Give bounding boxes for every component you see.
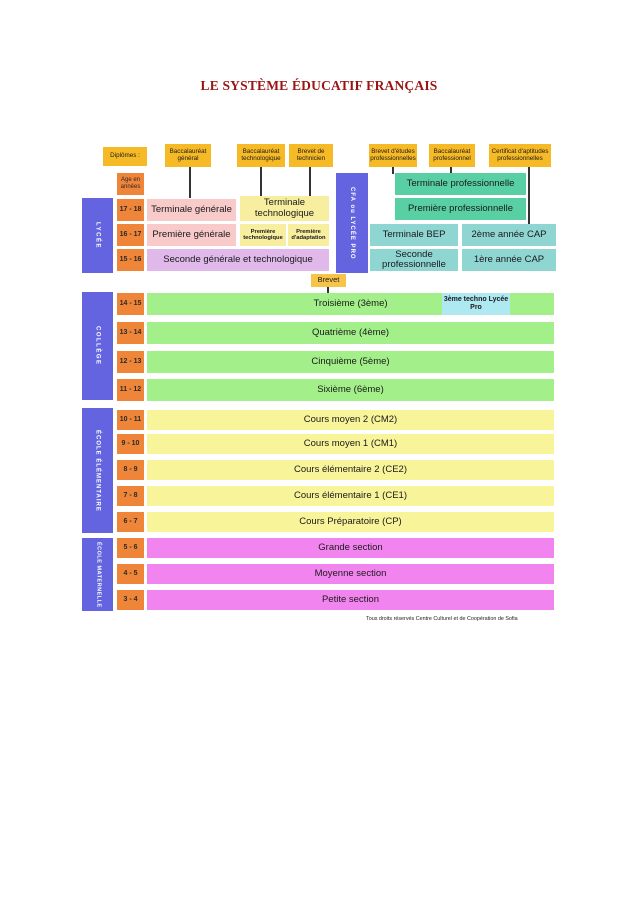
ce1: Cours élémentaire 1 (CE1) <box>147 486 554 506</box>
cap-1ere-annee: 1ère année CAP <box>462 249 556 271</box>
connector-line <box>392 164 394 174</box>
connector-line <box>260 164 262 198</box>
terminale-techno: Terminale technologique <box>240 196 329 221</box>
sixieme: Sixième (6ème) <box>147 379 554 401</box>
age-6-7: 6 - 7 <box>117 512 144 532</box>
seconde-pro: Seconde professionnelle <box>370 249 458 271</box>
cm2: Cours moyen 2 (CM2) <box>147 410 554 430</box>
section-label-cfa: CFA ou LYCÉE PRO <box>336 173 368 273</box>
cap-2eme-annee: 2ème année CAP <box>462 224 556 246</box>
bac-pro-box: Baccalauréat professionnel <box>429 144 475 167</box>
age-15-16: 15 - 16 <box>117 249 144 271</box>
connector-line <box>189 164 191 198</box>
bep-box: Brevet d'études professionnelles <box>369 144 417 167</box>
diplomes-label: Diplômes : <box>103 147 147 166</box>
age-17-18: 17 - 18 <box>117 199 144 221</box>
age-12-13: 12 - 13 <box>117 351 144 373</box>
connector-line <box>309 164 311 220</box>
connector-line <box>327 286 329 294</box>
section-label-college: COLLÈGE <box>82 292 113 400</box>
age-11-12: 11 - 12 <box>117 379 144 401</box>
quatrieme: Quatrième (4ème) <box>147 322 554 344</box>
terminale-pro: Terminale professionnelle <box>395 173 526 195</box>
ce2: Cours élémentaire 2 (CE2) <box>147 460 554 480</box>
bac-general-box: Baccalauréat général <box>165 144 211 167</box>
grande-section: Grande section <box>147 538 554 558</box>
terminale-generale: Terminale générale <box>147 199 236 221</box>
age-16-17: 16 - 17 <box>117 224 144 246</box>
cap-box: Certificat d'aptitudes professionnelles <box>489 144 551 167</box>
age-7-8: 7 - 8 <box>117 486 144 506</box>
bac-techno-box: Baccalauréat technologique <box>237 144 285 167</box>
cinquieme: Cinquième (5ème) <box>147 351 554 373</box>
cp: Cours Préparatoire (CP) <box>147 512 554 532</box>
brevet-technicien-box: Brevet de technicien <box>289 144 333 167</box>
brevet-box: Brevet <box>311 274 346 287</box>
age-4-5: 4 - 5 <box>117 564 144 584</box>
age-10-11: 10 - 11 <box>117 410 144 430</box>
connector-line <box>450 164 452 174</box>
section-label-cfa-text: CFA ou LYCÉE PRO <box>349 186 355 260</box>
section-label-lycee-text: LYCÉE <box>94 222 101 249</box>
cm1: Cours moyen 1 (CM1) <box>147 434 554 454</box>
premiere-pro: Première professionnelle <box>395 198 526 220</box>
section-label-lycee: LYCÉE <box>82 198 113 273</box>
petite-section: Petite section <box>147 590 554 610</box>
premiere-adaptation: Première d'adaptation <box>288 224 329 246</box>
section-label-elementaire: ÉCOLE ÉLÉMENTAIRE <box>82 408 113 533</box>
moyenne-section: Moyenne section <box>147 564 554 584</box>
age-13-14: 13 - 14 <box>117 322 144 344</box>
page-title: LE SYSTÈME ÉDUCATIF FRANÇAIS <box>200 78 438 93</box>
age-header: Age en années <box>117 173 144 195</box>
troisieme-techno: 3ème techno Lycée Pro <box>442 293 510 315</box>
age-3-4: 3 - 4 <box>117 590 144 610</box>
age-5-6: 5 - 6 <box>117 538 144 558</box>
section-label-college-text: COLLÈGE <box>94 326 101 366</box>
connector-line <box>528 164 530 224</box>
age-14-15: 14 - 15 <box>117 293 144 315</box>
premiere-generale: Première générale <box>147 224 236 246</box>
section-label-elementaire-text: ÉCOLE ÉLÉMENTAIRE <box>94 429 101 512</box>
section-label-maternelle-text: ÉCOLE MATERNELLE <box>95 541 102 608</box>
seconde-generale: Seconde générale et technologique <box>147 249 329 271</box>
section-label-maternelle: ÉCOLE MATERNELLE <box>82 538 113 611</box>
age-8-9: 8 - 9 <box>117 460 144 480</box>
age-9-10: 9 - 10 <box>117 434 144 454</box>
premiere-techno: Première technologique <box>240 224 286 246</box>
copyright-credit: Tous droits réservés Centre Culturel et … <box>366 616 518 622</box>
terminale-bep: Terminale BEP <box>370 224 458 246</box>
